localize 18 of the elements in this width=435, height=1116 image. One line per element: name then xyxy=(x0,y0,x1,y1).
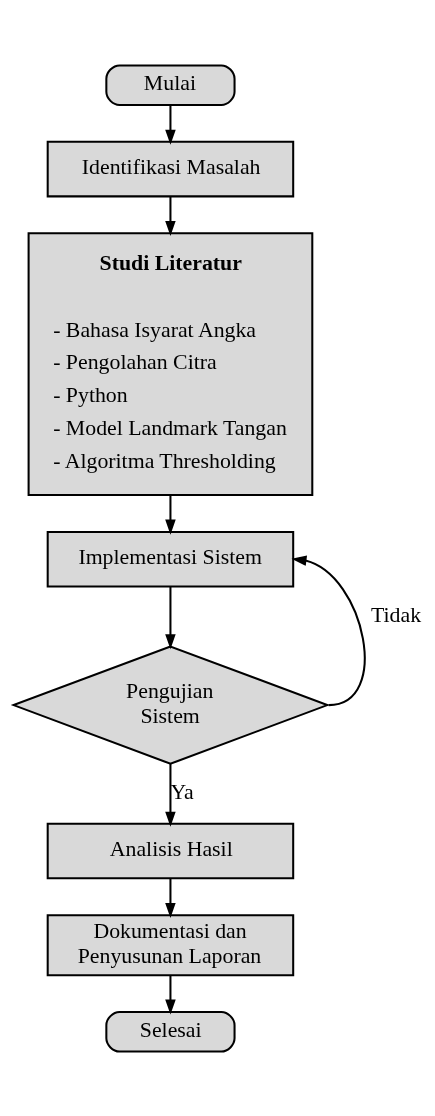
arrow xyxy=(165,494,176,535)
arrow xyxy=(165,974,176,1015)
edge-label: Ya xyxy=(170,779,194,804)
node-box: Selesai xyxy=(105,1010,236,1053)
arrow xyxy=(165,104,176,145)
node-box: Identifikasi Masalah xyxy=(46,140,295,197)
arrow xyxy=(165,586,176,649)
arrow xyxy=(291,554,366,706)
arrow xyxy=(165,877,176,918)
node-diamond: Pengujian Sistem xyxy=(10,644,331,765)
node-box: Implementasi Sistem xyxy=(46,530,295,587)
edge-label: Tidak xyxy=(370,602,422,627)
node-box: Studi Literatur - Bahasa Isyarat Angka - Pengolahan Citra - Python - Model Landmark Tangan - Algoritma Thresholding xyxy=(27,231,314,496)
arrow xyxy=(165,195,176,236)
node-box: Dokumentasi dan Penyusunan Laporan xyxy=(46,913,295,976)
arrow xyxy=(165,763,176,827)
node-box: Mulai xyxy=(105,63,236,106)
node-box: Analisis Hasil xyxy=(46,822,295,879)
